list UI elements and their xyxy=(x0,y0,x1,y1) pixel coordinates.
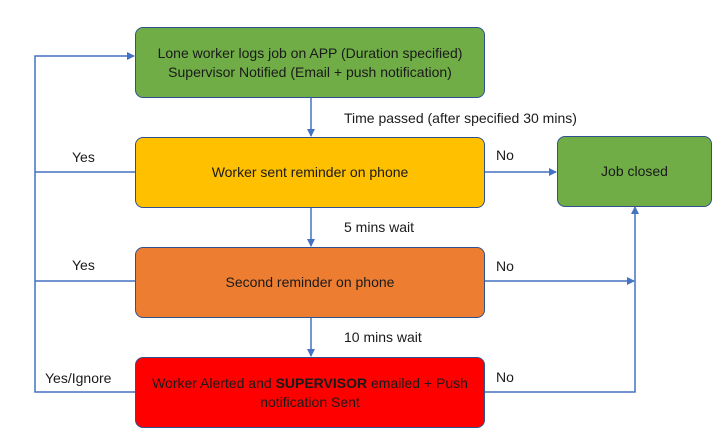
label-wait-10: 10 mins wait xyxy=(344,329,422,345)
label-wait-5: 5 mins wait xyxy=(344,219,415,235)
alert-text-part2: emailed + Push xyxy=(367,374,468,391)
label-no-2: No xyxy=(496,258,514,274)
alert-text-part1: Worker Alerted and xyxy=(152,374,276,391)
start-box-line2: Supervisor Notified (Email + push notifi… xyxy=(168,63,452,80)
alert-box: Worker Alerted and SUPERVISOR emailed + … xyxy=(135,357,485,428)
reminder1-box: Worker sent reminder on phone xyxy=(135,137,485,208)
alert-line2: notification Sent xyxy=(260,393,360,410)
start-box-line1: Lone worker logs job on APP (Duration sp… xyxy=(157,44,463,61)
reminder2-text: Second reminder on phone xyxy=(225,274,395,290)
job-closed-box: Job closed xyxy=(557,136,712,207)
label-yes-2: Yes xyxy=(72,257,95,273)
arrow-no-from-alert xyxy=(485,206,639,393)
job-closed-text: Job closed xyxy=(601,163,668,179)
label-yes-1: Yes xyxy=(72,149,95,165)
label-yes-ignore: Yes/Ignore xyxy=(45,370,112,386)
alert-line1: Worker Alerted and SUPERVISOR emailed + … xyxy=(152,374,468,393)
alert-text-supervisor: SUPERVISOR xyxy=(275,374,368,391)
arrow-yes-loop xyxy=(34,52,135,393)
reminder2-box: Second reminder on phone xyxy=(135,247,485,318)
label-no-1: No xyxy=(496,147,514,163)
reminder1-text: Worker sent reminder on phone xyxy=(211,164,409,180)
start-box: Lone worker logs job on APP (Duration sp… xyxy=(135,27,485,98)
label-time-passed: Time passed (after specified 30 mins) xyxy=(344,110,577,126)
label-no-3: No xyxy=(496,369,514,385)
